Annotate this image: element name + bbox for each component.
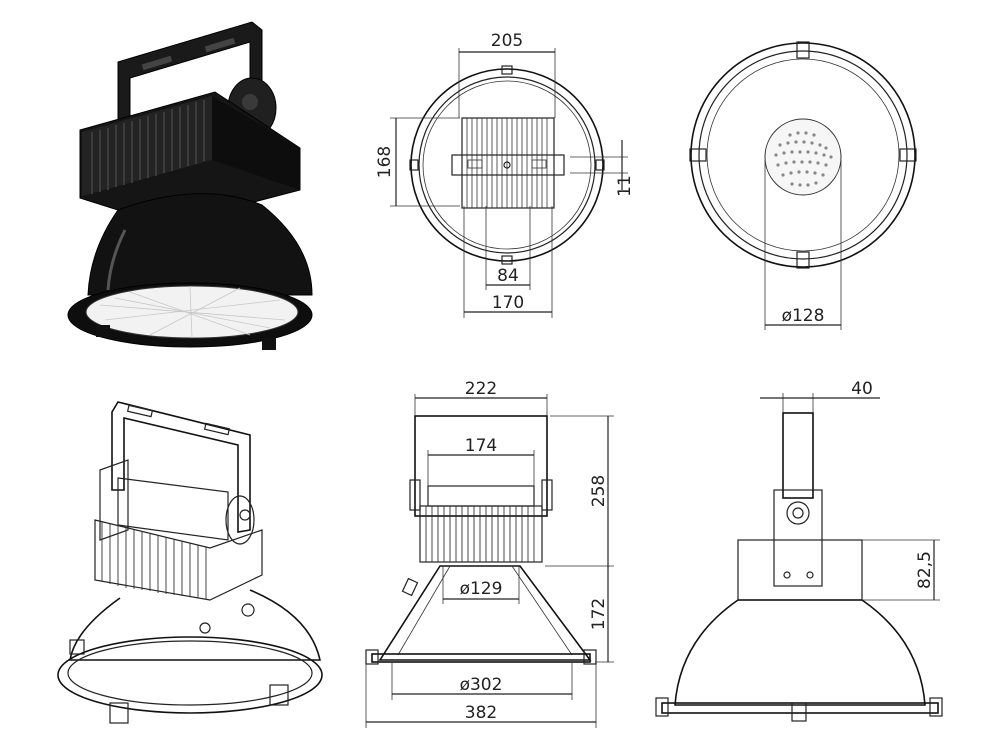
dim-top-bracket-gap: 11	[615, 175, 635, 197]
dim-top-height: 168	[375, 146, 395, 178]
dim-front-heatsink-width: 174	[465, 436, 497, 456]
dim-side-housing-height: 82,5	[915, 551, 935, 589]
dim-led-diameter: ø128	[782, 306, 825, 326]
dim-top-width: 205	[491, 31, 523, 51]
front-elevation-drawing: 222 174 258 172 ø129 ø302 382	[365, 379, 614, 728]
dim-front-neck-diameter: ø129	[460, 579, 503, 599]
black-fixture-render	[67, 21, 313, 350]
bottom-view-drawing: ø128	[689, 41, 917, 330]
dim-side-bracket-width: 40	[851, 379, 873, 399]
dim-front-bracket-width: 222	[465, 379, 497, 399]
isometric-line-drawing	[57, 401, 323, 724]
dim-front-upper-height: 258	[589, 475, 609, 507]
side-elevation-drawing: 40 82,5	[655, 379, 943, 722]
dim-front-rim-diameter: ø302	[460, 675, 503, 695]
dim-top-outer: 170	[492, 293, 524, 313]
dim-front-lower-height: 172	[589, 598, 609, 630]
dim-front-total-width: 382	[465, 703, 497, 723]
dim-top-inner: 84	[497, 266, 519, 286]
top-view-drawing: 205 168 11 84 170	[375, 31, 635, 318]
